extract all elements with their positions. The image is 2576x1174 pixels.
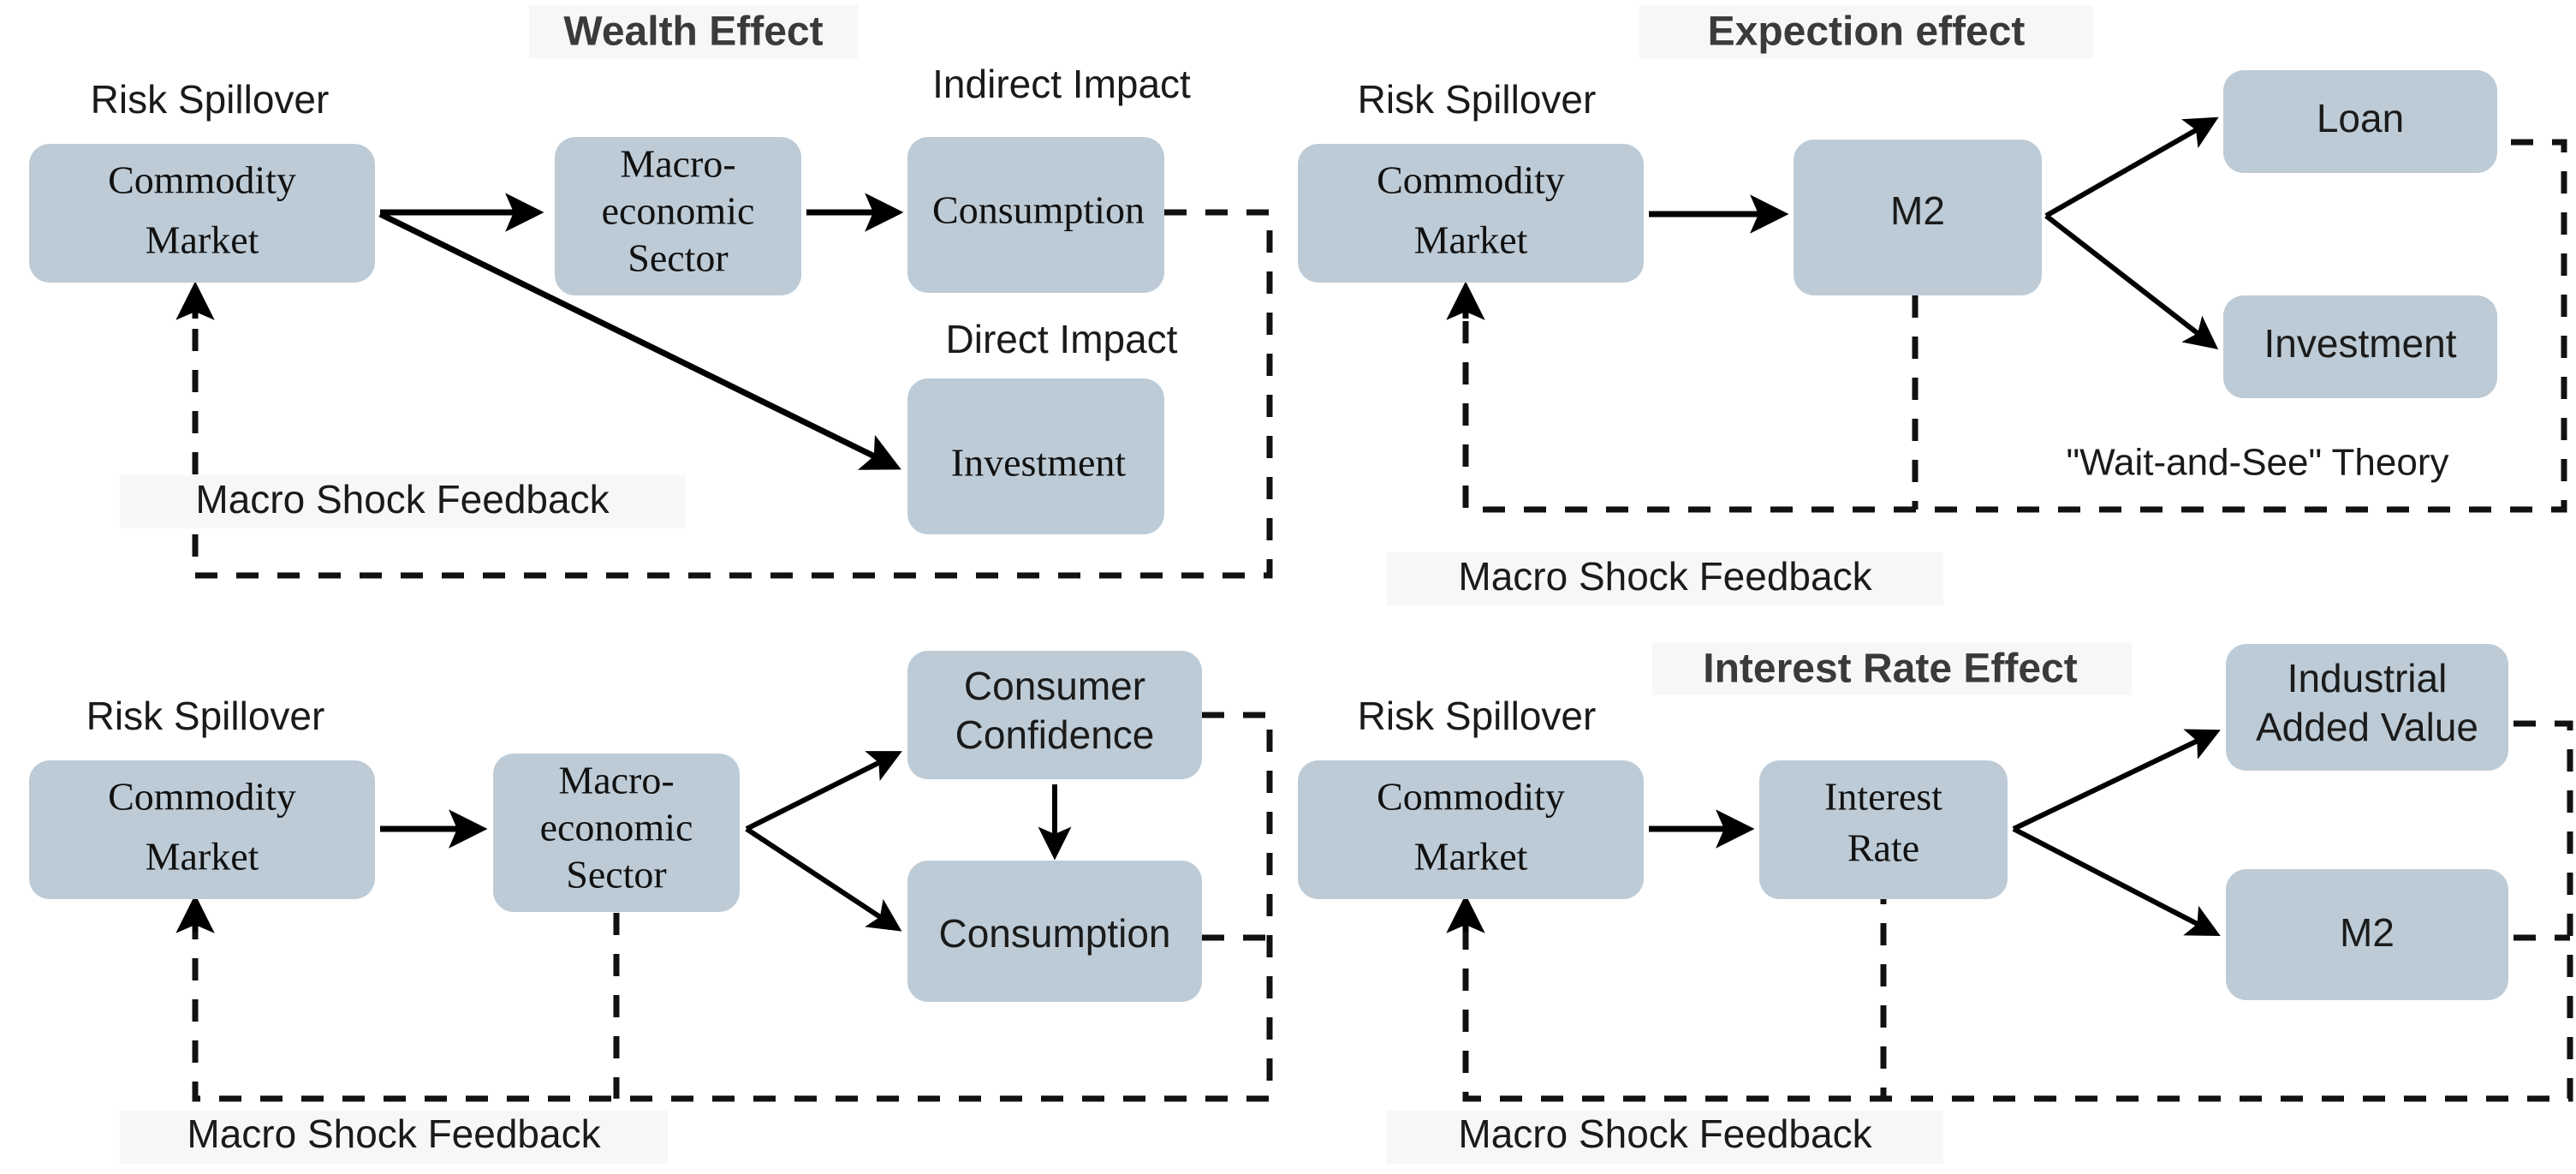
feedback-label-highlight-3: [120, 1111, 668, 1164]
panel-consumer-confidence-channel: Risk Spillover Commodity Market Macro- e…: [29, 651, 1273, 1164]
edge-rate-to-iav: [2012, 729, 2221, 831]
label-macro-shock-feedback-3: Macro Shock Feedback: [187, 1111, 601, 1156]
panel-wealth-effect: Wealth Effect Risk Spillover Indirect Im…: [29, 5, 1273, 579]
node-commodity-market-4[interactable]: [1298, 760, 1644, 899]
node-m2-bottom-label: M2: [2340, 910, 2395, 955]
node-macro-economic-sector-2-line1: Macro-: [558, 759, 674, 802]
node-consumption-1[interactable]: [907, 137, 1164, 293]
panel-wealth-feedback-caption: Macro Shock Feedback: [120, 475, 685, 528]
node-consumption-1-label: Consumption: [932, 188, 1145, 232]
node-commodity-market-2-line2: Market: [1414, 218, 1528, 262]
node-consumer-confidence-line2: Confidence: [955, 712, 1155, 757]
node-loan-label: Loan: [2317, 96, 2404, 140]
node-m2-top[interactable]: [1794, 140, 2042, 295]
label-risk-spillover-2: Risk Spillover: [1358, 77, 1597, 122]
node-commodity-market-1-line2: Market: [146, 218, 259, 262]
edge-m2-to-loan: [2044, 116, 2219, 218]
node-macro-economic-sector-1-line1: Macro-: [620, 142, 735, 186]
label-risk-spillover-3: Risk Spillover: [86, 694, 325, 738]
node-macro-economic-sector-2-line2: economic: [540, 806, 693, 849]
feedback-label-highlight-1: [120, 475, 685, 528]
panel-title-wealth: Wealth Effect: [563, 9, 823, 55]
edge-macro-to-confidence: [745, 751, 902, 831]
node-interest-rate[interactable]: [1759, 760, 2008, 899]
node-commodity-market-3[interactable]: [29, 760, 375, 899]
node-macro-economic-sector-1-line2: economic: [602, 189, 755, 233]
panel-expection-effect: Expection effect Risk Spillover Commodit…: [1298, 5, 2567, 605]
panel-title-expection: Expection effect: [1708, 9, 2026, 55]
edge-cm-to-investment-1: [378, 211, 901, 470]
node-commodity-market-1[interactable]: [29, 144, 375, 283]
node-commodity-market-2[interactable]: [1298, 144, 1644, 283]
node-m2-top-label: M2: [1890, 188, 1945, 233]
label-indirect-impact: Indirect Impact: [932, 62, 1191, 106]
node-commodity-market-1-line1: Commodity: [108, 158, 296, 202]
node-interest-rate-line1: Interest: [1824, 775, 1942, 819]
node-interest-rate-line2: Rate: [1847, 826, 1919, 870]
node-commodity-market-2-line1: Commodity: [1377, 158, 1565, 202]
node-industrial-added-value-line1: Industrial: [2287, 656, 2448, 700]
feedback-label-highlight-2: [1387, 552, 1943, 605]
edge-rate-to-m2: [2012, 826, 2221, 936]
node-commodity-market-4-line1: Commodity: [1377, 775, 1565, 819]
panel-title-interest-rate: Interest Rate Effect: [1703, 647, 2077, 692]
feedback-path-interest-iav: [1462, 720, 2573, 1102]
feedback-label-highlight-4: [1387, 1111, 1943, 1164]
title-highlight-interest: [1652, 642, 2132, 695]
node-commodity-market-3-line1: Commodity: [108, 775, 296, 819]
label-macro-shock-feedback-4: Macro Shock Feedback: [1458, 1111, 1872, 1156]
label-wait-and-see-theory: "Wait-and-See" Theory: [2067, 442, 2449, 484]
title-highlight-expection: [1639, 5, 2093, 58]
node-consumer-confidence-line1: Consumer: [964, 664, 1145, 708]
label-macro-shock-feedback-1: Macro Shock Feedback: [195, 477, 610, 521]
node-consumer-confidence[interactable]: [907, 651, 1202, 779]
label-risk-spillover-1: Risk Spillover: [91, 77, 330, 122]
node-industrial-added-value-line2: Added Value: [2256, 705, 2478, 749]
feedback-path-wealth: [192, 209, 1273, 579]
node-commodity-market-3-line2: Market: [146, 835, 259, 879]
label-direct-impact: Direct Impact: [946, 317, 1178, 361]
node-industrial-added-value[interactable]: [2226, 644, 2508, 771]
node-macro-economic-sector-2-line3: Sector: [566, 853, 667, 897]
node-investment-1-label: Investment: [951, 441, 1127, 485]
feedback-path-channel-right: [192, 712, 1273, 1102]
node-commodity-market-4-line2: Market: [1414, 835, 1528, 879]
node-consumption-2-label: Consumption: [938, 911, 1170, 956]
node-investment-1[interactable]: [907, 378, 1164, 534]
node-loan[interactable]: [2223, 70, 2497, 173]
label-risk-spillover-4: Risk Spillover: [1358, 694, 1597, 738]
node-macro-economic-sector-1-line3: Sector: [628, 236, 729, 280]
label-macro-shock-feedback-2: Macro Shock Feedback: [1458, 554, 1872, 599]
node-investment-2[interactable]: [2223, 295, 2497, 398]
node-consumption-2[interactable]: [907, 861, 1202, 1002]
node-macro-economic-sector-1[interactable]: [555, 137, 801, 295]
edge-macro-to-consumption-2: [745, 826, 902, 932]
node-m2-bottom[interactable]: [2226, 869, 2508, 1000]
edge-m2-to-investment: [2044, 213, 2219, 349]
node-investment-2-label: Investment: [2264, 321, 2457, 366]
title-highlight-wealth: [529, 5, 858, 58]
panel-interest-rate-effect: Interest Rate Effect Risk Spillover Comm…: [1298, 642, 2573, 1164]
node-macro-economic-sector-2[interactable]: [493, 754, 740, 912]
